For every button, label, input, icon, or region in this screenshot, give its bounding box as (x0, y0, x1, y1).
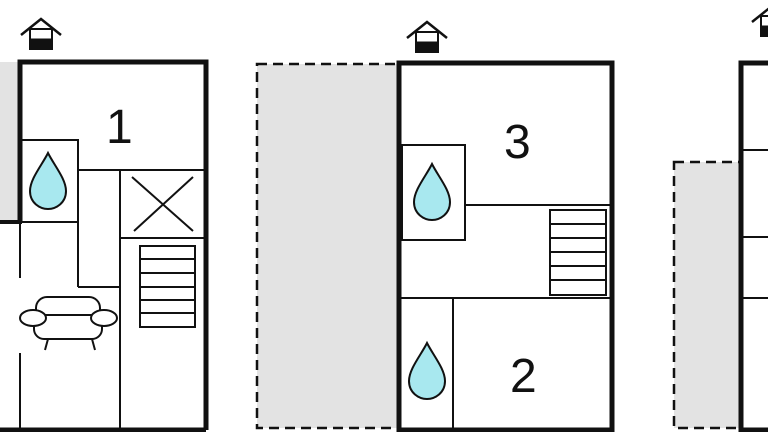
house-entrance-icon (750, 4, 768, 38)
plan-3 (672, 4, 768, 432)
stairs-icon (139, 245, 196, 328)
water-drop-icon (29, 152, 67, 210)
sofa-icon (19, 296, 118, 351)
water-drop-icon (413, 163, 451, 221)
plan-2 (255, 20, 615, 432)
house-entrance-icon (405, 20, 449, 54)
house-entrance-icon (19, 17, 63, 51)
stairs-icon (549, 209, 607, 296)
room-label-1: 1 (106, 101, 133, 154)
room-label-2: 2 (510, 350, 537, 403)
adjacent-area (672, 160, 742, 430)
water-drop-icon (408, 342, 446, 400)
room-label-3: 3 (504, 116, 531, 169)
plan-1 (0, 17, 209, 432)
void-cross-icon (131, 176, 194, 232)
adjacent-area (255, 62, 400, 430)
adjacent-area (0, 62, 18, 222)
